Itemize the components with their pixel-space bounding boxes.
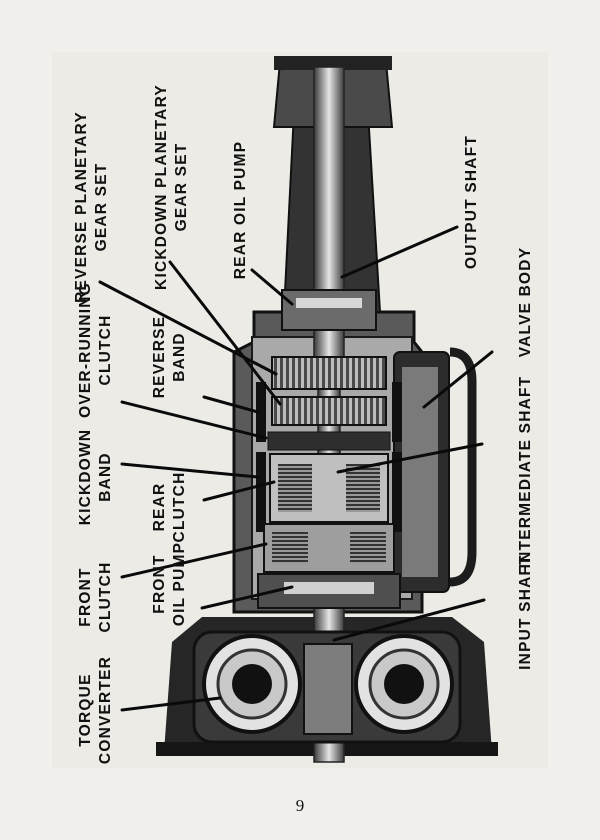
leader-front-clutch: [120, 542, 268, 579]
label-over-running-clutch-1: OVER-RUNNING: [77, 282, 94, 418]
reverse-band-drawing: [256, 382, 266, 442]
label-kickdown-band-1: KICKDOWN: [77, 429, 94, 526]
label-output-shaft: OUTPUT SHAFT: [463, 135, 480, 269]
leader-over-running-clutch: [120, 400, 268, 440]
rear-bearing-cap: [274, 56, 392, 70]
label-rear-clutch-1: REAR: [151, 483, 168, 532]
label-front-clutch-1: FRONT: [77, 567, 94, 626]
leader-intermediate-shaft: [336, 442, 484, 474]
front-oil-pump-gear: [284, 582, 374, 594]
label-front-clutch-2: CLUTCH: [97, 562, 114, 633]
transmission-drawing: [156, 56, 498, 763]
front-clutch-plates-right: [350, 532, 386, 564]
label-torque-converter-1: TORQUE: [77, 673, 94, 746]
leader-rear-clutch: [202, 480, 276, 502]
transmission-cutaway-diagram: REVERSE PLANETARY GEAR SET KICKDOWN PLAN…: [73, 56, 534, 764]
label-torque-converter-2: CONVERTER: [97, 656, 114, 764]
leader-kickdown-planetary: [168, 260, 282, 406]
leader-input-shaft: [332, 598, 486, 642]
part-labels: REVERSE PLANETARY GEAR SET KICKDOWN PLAN…: [73, 84, 534, 764]
leader-rear-oil-pump: [250, 268, 294, 306]
leader-reverse-band: [202, 395, 260, 414]
page-number: 9: [295, 796, 305, 815]
label-front-oil-pump-2: OIL PUMP: [171, 542, 188, 626]
label-valve-body: VALVE BODY: [517, 247, 534, 357]
label-over-running-clutch-2: CLUTCH: [97, 315, 114, 386]
reverse-band-right: [392, 382, 402, 442]
torque-converter-drawing: [192, 630, 462, 744]
diagram-panel: REVERSE PLANETARY GEAR SET KICKDOWN PLAN…: [52, 52, 548, 768]
label-rear-clutch-2: CLUTCH: [171, 472, 188, 543]
label-intermediate-shaft: INTERMEDIATE SHAFT: [517, 376, 534, 569]
leader-front-oil-pump: [200, 585, 294, 610]
label-front-oil-pump-1: FRONT: [151, 554, 168, 613]
kickdown-band-drawing: [256, 452, 266, 532]
leader-lines: [98, 225, 494, 712]
label-reverse-planetary-gear-set-1: REVERSE PLANETARY: [73, 111, 90, 303]
leader-kickdown-band: [120, 462, 260, 479]
front-clutch-plates-left: [272, 532, 308, 564]
leader-valve-body: [422, 350, 494, 409]
label-kickdown-band-2: BAND: [97, 452, 114, 502]
kickdown-planetary-gears: [271, 396, 387, 426]
label-reverse-band-1: REVERSE: [151, 316, 168, 398]
kickdown-band-right: [392, 452, 402, 532]
rear-clutch-plates-right: [346, 464, 380, 512]
rear-clutch-plates-left: [278, 464, 312, 512]
label-reverse-planetary-gear-set-2: GEAR SET: [93, 163, 110, 252]
label-input-shaft: INPUT SHAFT: [517, 554, 534, 670]
leader-output-shaft: [340, 225, 459, 279]
oil-tube: [449, 347, 477, 587]
label-reverse-band-2: BAND: [171, 332, 188, 382]
label-kickdown-planetary-gear-set-1: KICKDOWN PLANETARY: [153, 84, 170, 290]
rear-oil-pump-gear: [296, 298, 362, 308]
leader-torque-converter: [120, 696, 222, 712]
over-running-clutch-drawing: [267, 431, 391, 451]
label-kickdown-planetary-gear-set-2: GEAR SET: [173, 143, 190, 232]
rear-oil-pump-drawing: [281, 289, 377, 331]
reverse-planetary-gears: [271, 356, 387, 390]
leader-reverse-planetary: [98, 280, 278, 376]
label-rear-oil-pump: REAR OIL PUMP: [232, 141, 249, 279]
